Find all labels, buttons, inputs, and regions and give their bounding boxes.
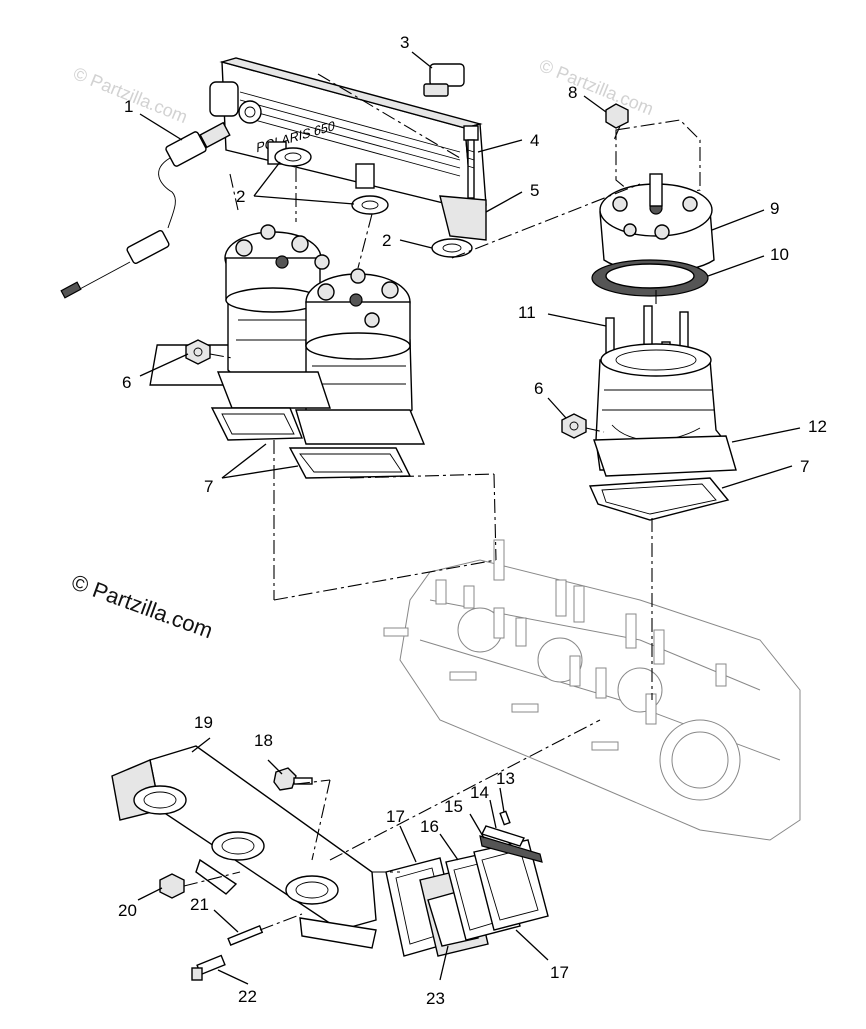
twin-cylinder-assembly: [149, 224, 426, 479]
callout-3: 3: [400, 33, 409, 52]
callout-22: 22: [238, 987, 257, 1006]
bolt-4: [463, 125, 479, 199]
callout-7-left: 7: [204, 477, 213, 496]
assembly-lines: [183, 73, 657, 931]
callout-11: 11: [518, 303, 536, 322]
nut-6-left: [185, 339, 211, 365]
callout-17-bottom: 17: [550, 963, 569, 982]
watermark-faint-right: © Partzilla.com: [537, 55, 657, 119]
callout-23: 23: [426, 989, 445, 1008]
callout-12: 12: [808, 417, 827, 436]
nut-6-right: [561, 413, 587, 439]
callout-6-left: 6: [122, 373, 131, 392]
callout-2-top: 2: [236, 187, 245, 206]
callout-14: 14: [470, 783, 489, 802]
callout-17-top: 17: [386, 807, 405, 826]
nut-20: [159, 873, 185, 899]
reed-valve-stack: [385, 810, 549, 957]
callout-16: 16: [420, 817, 439, 836]
callout-21: 21: [190, 895, 209, 914]
callout-numbers: 1 2 2 3 4 5 6 6 7 7 8 9 10 11 12 13 14 1…: [118, 33, 827, 1008]
callout-8: 8: [568, 83, 577, 102]
fitting-22: [191, 954, 226, 981]
callout-18: 18: [254, 731, 273, 750]
callout-19: 19: [194, 713, 213, 732]
single-cylinder-head: [591, 103, 715, 297]
callout-2-right: 2: [382, 231, 391, 250]
callout-20: 20: [118, 901, 137, 920]
crankcase: [383, 539, 801, 841]
callout-1: 1: [124, 97, 133, 116]
callout-4: 4: [530, 131, 539, 150]
callout-5: 5: [530, 181, 539, 200]
watermark-main: © Partzilla.com: [68, 569, 216, 643]
callout-6-right: 6: [534, 379, 543, 398]
single-cylinder: [588, 305, 737, 521]
callout-7-right: 7: [800, 457, 809, 476]
plug-3: [423, 63, 465, 97]
exhaust-gaskets: [274, 147, 473, 258]
temperature-sensor: [60, 121, 231, 299]
callout-13: 13: [496, 769, 515, 788]
callout-9: 9: [770, 199, 779, 218]
bolt-18: [273, 767, 313, 791]
pin-21: [227, 924, 264, 946]
callout-10: 10: [770, 245, 789, 264]
callout-15: 15: [444, 797, 463, 816]
intake-manifold: [111, 745, 377, 949]
watermark-faint-left: © Partzilla.com: [71, 63, 191, 127]
leader-lines: [137, 51, 801, 985]
